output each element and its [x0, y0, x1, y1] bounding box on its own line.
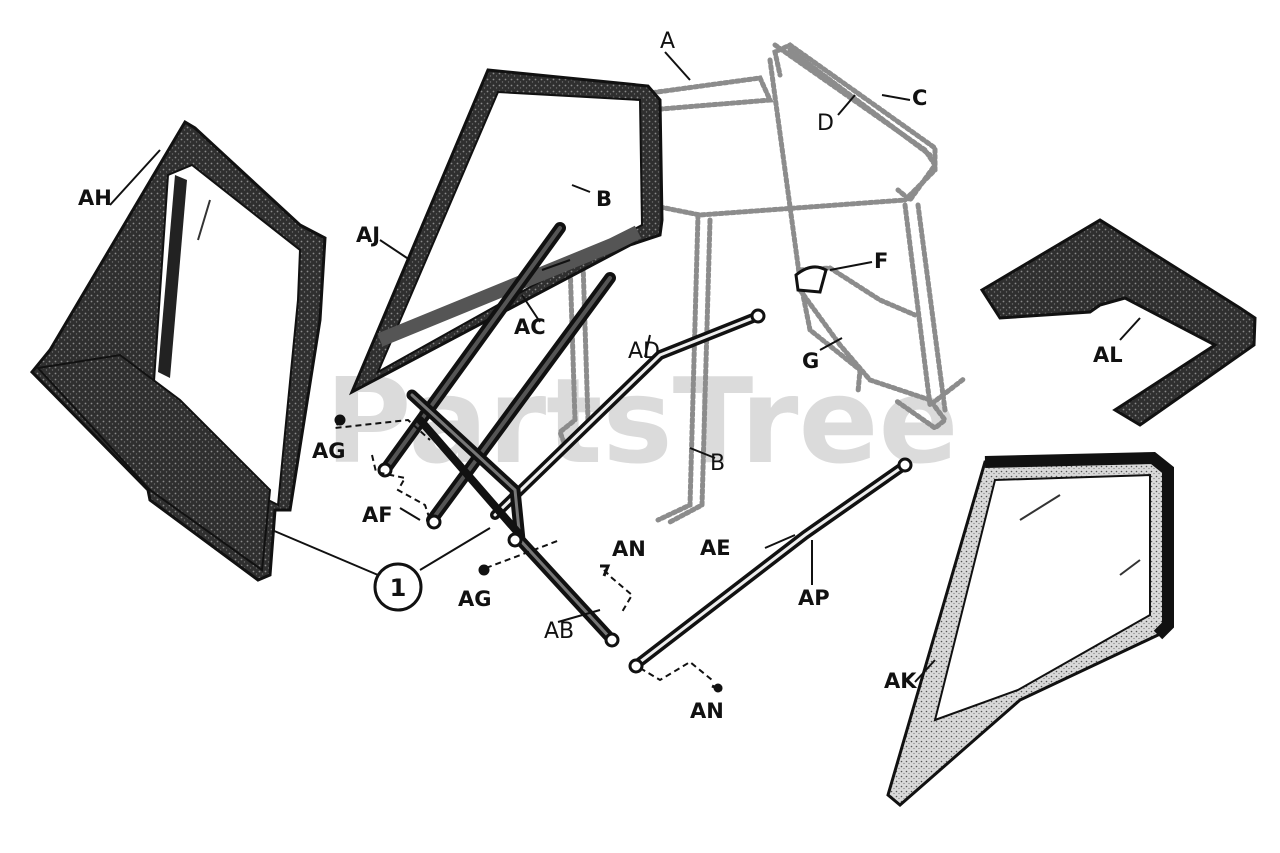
label-ag-lower: AG: [458, 587, 492, 611]
label-ak: AK: [884, 669, 917, 693]
callout-circle: [373, 562, 423, 612]
label-b-upper: B: [596, 187, 612, 211]
callout-number: 1: [390, 574, 407, 602]
label-an-upper: AN: [612, 537, 646, 561]
label-ap: AP: [798, 586, 830, 610]
label-al: AL: [1093, 343, 1123, 367]
windshield-panel-ah: [29, 119, 327, 582]
door-panel-ak: [886, 451, 1174, 807]
roll-frame-assembly: [534, 42, 968, 525]
bracket-f-part: [794, 265, 828, 294]
label-c: C: [912, 86, 927, 110]
rear-panel-al: [979, 218, 1257, 427]
label-ag-upper: AG: [312, 439, 346, 463]
door-panel-aj: [348, 68, 664, 396]
label-a: A: [660, 29, 675, 54]
label-d: D: [817, 111, 834, 136]
label-ab: AB: [544, 619, 574, 644]
label-f: F: [874, 249, 888, 273]
label-aj: AJ: [356, 223, 380, 247]
label-ae: AE: [700, 536, 731, 560]
label-af: AF: [362, 503, 393, 527]
strut-end-eyes: [377, 308, 913, 674]
label-ah: AH: [78, 186, 112, 210]
label-b-lower: B: [710, 451, 725, 476]
label-an-lower: AN: [690, 699, 724, 723]
hardware-pins: [334, 414, 723, 693]
label-ad: AD: [628, 339, 660, 364]
label-ac-lower: AC: [514, 315, 546, 339]
label-leaders: [109, 51, 1141, 683]
label-g: G: [802, 349, 819, 373]
strut-rods: [379, 222, 910, 670]
